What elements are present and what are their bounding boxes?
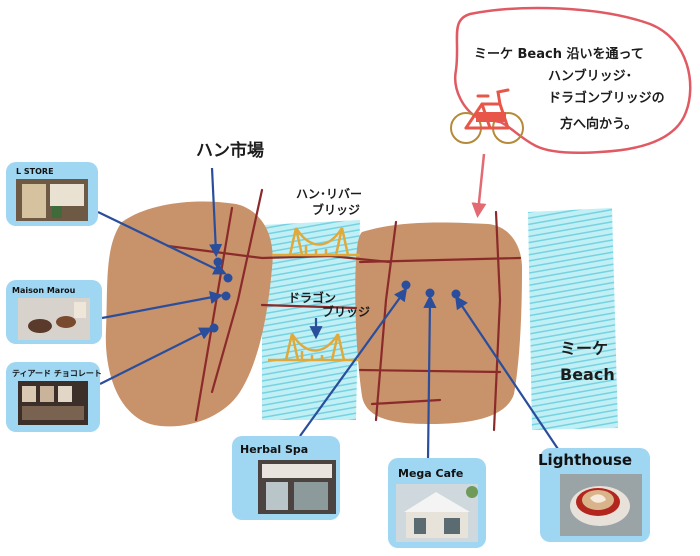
pointer-l-store [97, 211, 227, 275]
pointer-herbal-spa [299, 287, 408, 437]
label-dragon-bridge-2: ブリッジ [322, 304, 370, 319]
pointer-lighthouse [455, 295, 561, 453]
speech-bubble [453, 6, 692, 154]
speech-line-2: ハンブリッジ･ [548, 68, 632, 84]
pointer-route [471, 153, 487, 218]
sea [528, 208, 618, 430]
place-card-maison-marou[interactable]: Maison Marou [6, 280, 102, 344]
place-name: Lighthouse [538, 451, 632, 469]
label-my-khe-beach-1: ミーケ [560, 339, 608, 358]
photo [560, 474, 642, 536]
photo [258, 460, 336, 514]
label-han-market: ハン市場 [196, 140, 264, 161]
label-han-river-bridge-2: ブリッジ [312, 202, 360, 217]
pointer-han-market [209, 167, 223, 258]
place-card-mega-cafe[interactable]: Mega Cafe [388, 458, 486, 548]
east-bank-land [355, 222, 522, 424]
west-bank-land [105, 201, 273, 427]
label-my-khe-beach-2: Beach [560, 365, 615, 384]
dragon-bridge [268, 333, 360, 362]
place-name: L STORE [16, 167, 54, 176]
pointer-tiered [99, 327, 213, 385]
label-han-river-bridge-1: ハン･リバー [296, 187, 362, 201]
speech-line-4: 方へ向かう。 [560, 116, 637, 132]
place-name: ティアード チョコレート [12, 369, 102, 378]
place-name: Herbal Spa [240, 443, 308, 456]
place-card-herbal-spa[interactable]: Herbal Spa [232, 436, 340, 520]
pointer-mega-cafe [423, 294, 437, 461]
bicycle-icon [450, 88, 524, 144]
place-name: Mega Cafe [398, 467, 463, 480]
label-dragon-bridge-1: ドラゴン [288, 290, 336, 305]
photo [16, 179, 88, 221]
place-name: Maison Marou [12, 286, 76, 295]
place-card-tiered-chocolate[interactable]: ティアード チョコレート [6, 362, 102, 432]
place-card-l-store[interactable]: L STORE [6, 162, 98, 226]
han-river-bridge [272, 227, 360, 257]
photo [396, 484, 478, 542]
han-river [262, 220, 360, 420]
place-card-lighthouse[interactable]: Lighthouse [538, 448, 650, 542]
roads [166, 188, 522, 432]
pointer-maison-marou [101, 290, 224, 320]
speech-line-1: ミーケ Beach 沿いを通って [474, 46, 644, 62]
speech-line-3: ドラゴンブリッジの [548, 90, 665, 106]
photo [18, 381, 88, 425]
photo [18, 298, 90, 340]
